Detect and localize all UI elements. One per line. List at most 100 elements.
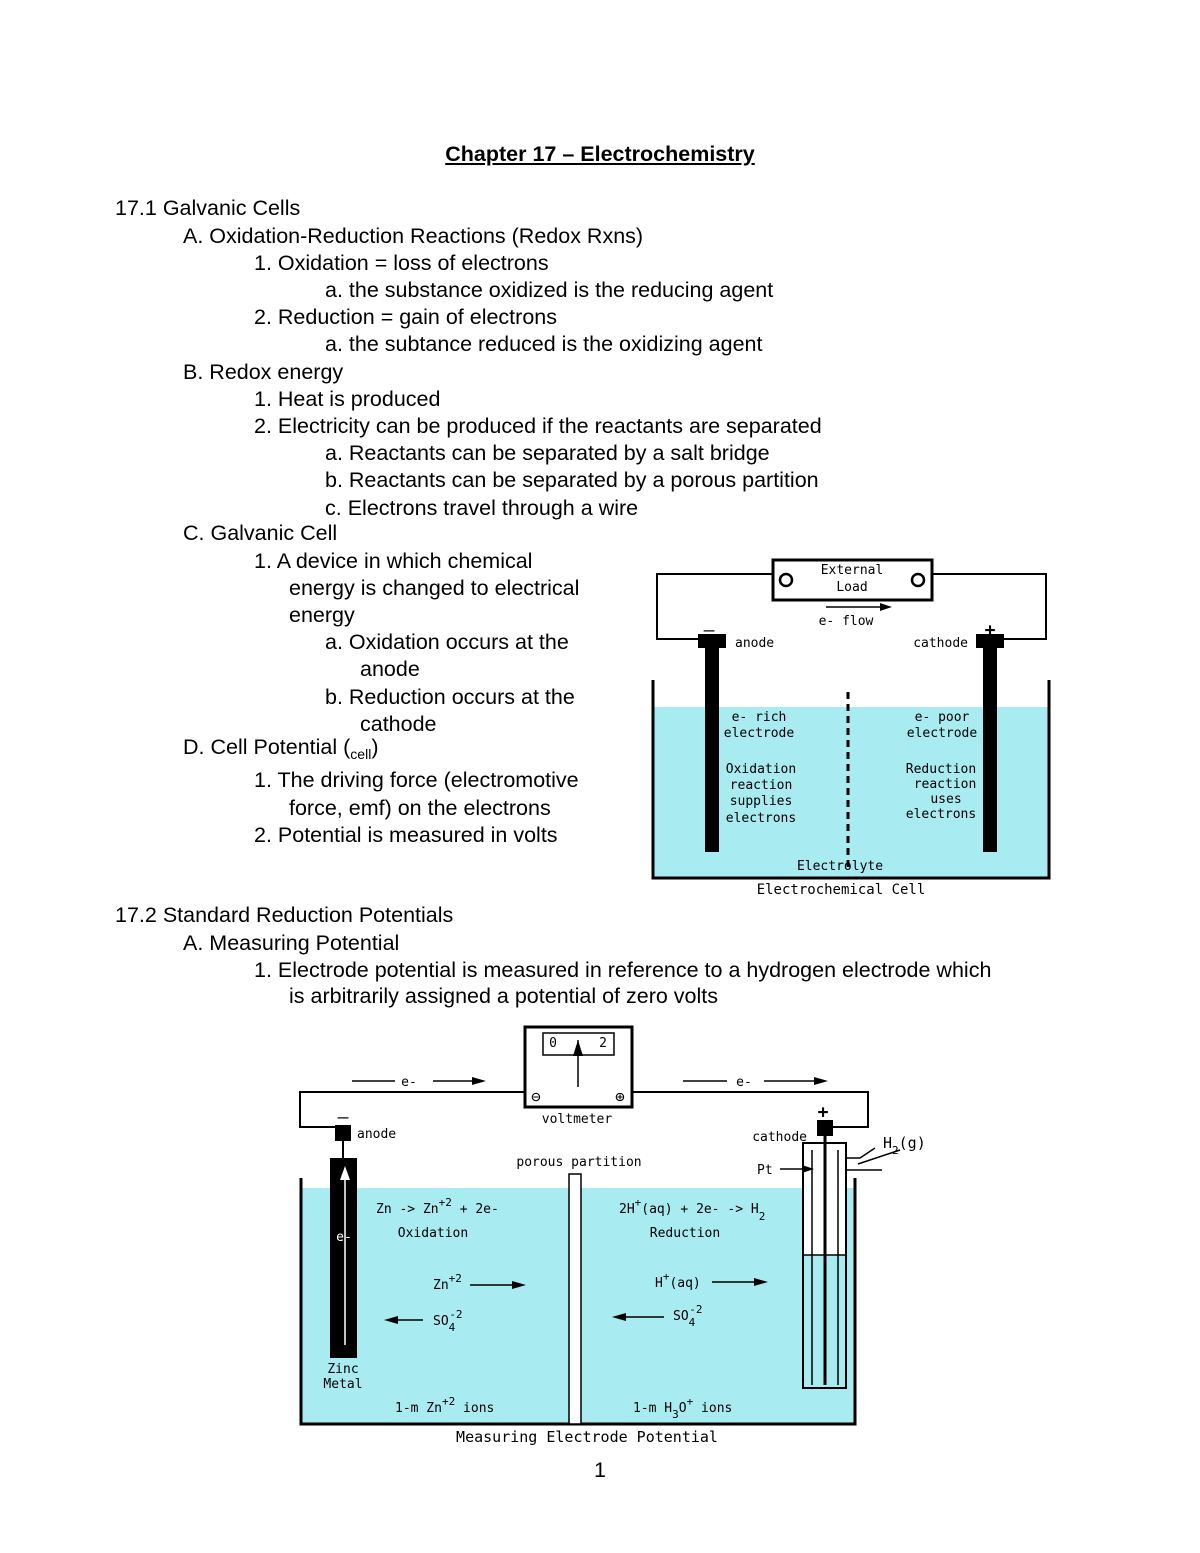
sulfate-label: SO4-2 <box>433 1308 463 1334</box>
reduction-equation: 2H+(aq) + 2e- -> H2 <box>619 1196 765 1223</box>
reduction-note: electrons <box>906 807 976 822</box>
external-label: External <box>821 563 884 578</box>
terminal-icon <box>778 572 794 588</box>
arrow-left-icon <box>384 1316 398 1324</box>
arrow-right-icon <box>880 603 892 611</box>
cathode-plus: + <box>818 1102 829 1123</box>
rod-electron-label: e- <box>336 1230 352 1245</box>
outline-item: 1. Electrode potential is measured in re… <box>254 958 992 982</box>
hydronium-solution-label: 1-m H3O+ ions <box>633 1395 732 1421</box>
outline-item: b. Reduction occurs at the <box>325 685 575 709</box>
cell-subscript: cell <box>350 746 372 762</box>
beaker <box>651 680 1051 880</box>
anode-label: anode <box>735 636 774 651</box>
meter-negative-icon: ⊖ <box>531 1087 541 1106</box>
anode-minus: – <box>338 1107 349 1128</box>
zinc-metal-label: Zinc <box>327 1362 358 1377</box>
outline-item: force, emf) on the electrons <box>289 796 551 820</box>
voltmeter-label: voltmeter <box>542 1112 613 1127</box>
electron-label: e- <box>736 1075 752 1090</box>
outline-item: b. Reactants can be separated by a porou… <box>325 468 819 492</box>
platinum-label: Pt <box>757 1163 773 1178</box>
outline-item: a. Reactants can be separated by a salt … <box>325 441 770 465</box>
figure-caption: Measuring Electrode Potential <box>456 1428 718 1446</box>
meter-zero: 0 <box>549 1036 557 1051</box>
page-number: 1 <box>594 1458 606 1482</box>
meter-two: 2 <box>599 1036 607 1051</box>
zinc-ion-label: Zn+2 <box>433 1272 462 1293</box>
arrow-right-icon <box>512 1281 526 1289</box>
cathode-label: cathode <box>913 636 968 651</box>
outline-item: A. Oxidation-Reduction Reactions (Redox … <box>183 224 644 248</box>
arrow-right-icon <box>802 1165 814 1173</box>
cathode-label: cathode <box>752 1130 807 1145</box>
outline-item: C. Galvanic Cell <box>183 521 338 545</box>
cell-potential-label: D. Cell Potential ( <box>183 735 351 759</box>
outline-item: anode <box>360 657 420 681</box>
electrolyte-label: Electrolyte <box>797 859 883 874</box>
erich-label: e- rich <box>732 710 787 725</box>
outline-item: cathode <box>360 712 437 736</box>
external-load-box <box>771 558 934 602</box>
outline-item: is arbitrarily assigned a potential of z… <box>289 984 719 1008</box>
erich-label: electrode <box>724 726 795 741</box>
reduction-note: Reduction <box>906 762 976 777</box>
sulfate-label: SO4-2 <box>673 1303 703 1329</box>
arrow-right-icon <box>814 1077 828 1085</box>
outline-item: a. the substance oxidized is the reducin… <box>325 278 774 302</box>
oxidation-note: supplies <box>730 794 793 809</box>
oxidation-note: electrons <box>726 811 796 826</box>
outline-item: c. Electrons travel through a wire <box>325 496 639 520</box>
cathode-plus: + <box>985 620 996 641</box>
electron-label: e- <box>401 1075 417 1090</box>
porous-partition-label: porous partition <box>516 1155 641 1170</box>
section-17-1: 17.1 Galvanic Cells <box>115 196 301 220</box>
arrow-up-icon <box>340 1166 350 1180</box>
meter-positive-icon: ⊕ <box>615 1087 625 1106</box>
outline-item: B. Redox energy <box>183 360 344 384</box>
cathode-electrode <box>983 646 997 852</box>
anode-electrode <box>705 646 719 852</box>
anode-cap <box>698 634 726 648</box>
cathode-cap <box>976 634 1004 648</box>
zinc-electrode <box>330 1158 357 1358</box>
outline-item: 2. Electricity can be produced if the re… <box>254 414 822 438</box>
porous-partition <box>568 1173 582 1425</box>
oxidation-equation: Zn -> Zn+2 + 2e- <box>376 1196 499 1217</box>
hydrogen-ion-label: H+(aq) <box>655 1270 701 1291</box>
reduction-note: uses <box>930 792 961 807</box>
gas-inlet <box>846 1147 876 1159</box>
reduction-label: Reduction <box>650 1226 720 1241</box>
outline-item: 1. Heat is produced <box>254 387 441 411</box>
outline-item: energy is changed to electrical <box>289 576 580 600</box>
reduction-note: reaction <box>914 777 977 792</box>
outline-item: 2. Reduction = gain of electrons <box>254 305 557 329</box>
anode-minus: – <box>704 620 715 641</box>
zinc-metal-label: Metal <box>323 1377 362 1392</box>
terminal-icon <box>910 572 926 588</box>
zinc-solution-label: 1-m Zn+2 ions <box>395 1395 494 1416</box>
outline-item: 1. Oxidation = loss of electrons <box>254 251 549 275</box>
outline-item: A. Measuring Potential <box>183 931 400 955</box>
oxidation-note: Oxidation <box>726 762 796 777</box>
outline-item: 2. Potential is measured in volts <box>254 823 558 847</box>
arrow-right-icon <box>754 1278 768 1286</box>
figure-caption: Electrochemical Cell <box>757 882 926 898</box>
section-17-2: 17.2 Standard Reduction Potentials <box>115 903 454 927</box>
oxidation-note: reaction <box>730 778 793 793</box>
outline-item: D. Cell Potential (cell) <box>183 734 378 762</box>
arrow-right-icon <box>472 1077 486 1085</box>
cell-potential-close: ) <box>371 735 379 759</box>
anode-label: anode <box>357 1127 396 1142</box>
load-label: Load <box>836 580 867 595</box>
outline-item: energy <box>289 603 355 627</box>
oxidation-label: Oxidation <box>398 1226 468 1241</box>
epoor-label: e- poor <box>915 710 970 725</box>
epoor-label: electrode <box>907 726 978 741</box>
outline-item: a. the subtance reduced is the oxidizing… <box>325 332 763 356</box>
anode-terminal <box>335 1125 351 1141</box>
outline-item: a. Oxidation occurs at the <box>325 630 569 654</box>
outline-item: 1. The driving force (electromotive <box>254 768 579 792</box>
